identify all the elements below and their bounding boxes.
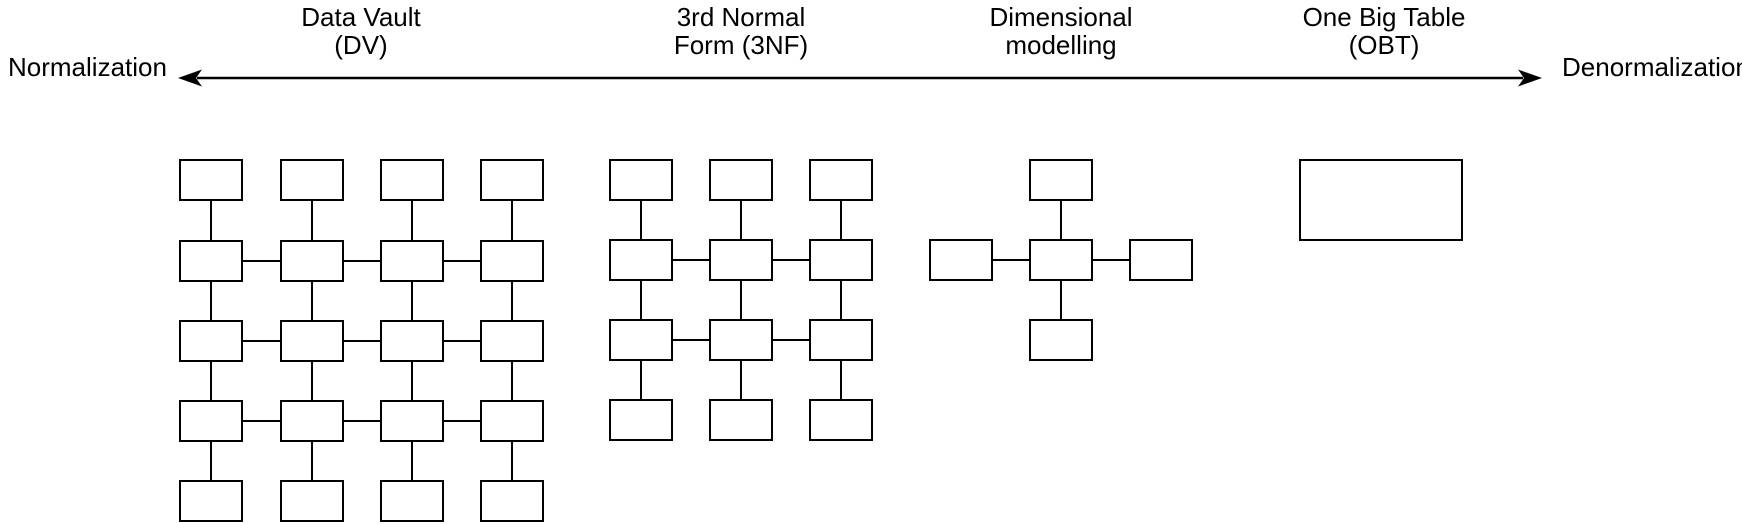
data-vault-table-box — [480, 240, 544, 282]
dimensional-modelling-table-box — [929, 239, 993, 281]
data-vault-table-box — [380, 240, 444, 282]
data-vault-table-box — [179, 240, 243, 282]
data-vault-table-box — [280, 400, 344, 442]
third-normal-form-table-box — [609, 319, 673, 361]
third-normal-form-table-box — [709, 319, 773, 361]
third-normal-form-table-box — [809, 239, 873, 281]
data-vault-table-box — [179, 400, 243, 442]
data-vault-table-box — [280, 480, 344, 522]
third-normal-form-table-box — [709, 399, 773, 441]
data-vault-table-box — [280, 320, 344, 362]
data-vault-table-box — [380, 480, 444, 522]
label-dimensional-modelling: Dimensional modelling — [989, 2, 1133, 60]
one-big-table-table-box — [1299, 159, 1463, 241]
data-vault-table-box — [179, 320, 243, 362]
third-normal-form-table-box — [809, 399, 873, 441]
arrowhead-left-icon — [178, 69, 202, 87]
third-normal-form-table-box — [609, 399, 673, 441]
data-vault-table-box — [380, 159, 444, 201]
third-normal-form-table-box — [609, 159, 673, 201]
dimensional-modelling-table-box — [1129, 239, 1193, 281]
dimensional-modelling-table-box — [1029, 319, 1093, 361]
label-data-vault: Data Vault (DV) — [301, 2, 421, 60]
third-normal-form-table-box — [709, 239, 773, 281]
dimensional-modelling-table-box — [1029, 239, 1093, 281]
data-vault-table-box — [480, 480, 544, 522]
arrowhead-right-icon — [1518, 69, 1542, 87]
data-vault-table-box — [280, 159, 344, 201]
data-vault-table-box — [480, 320, 544, 362]
data-vault-table-box — [380, 320, 444, 362]
label-obt: One Big Table (OBT) — [1302, 2, 1466, 60]
data-vault-table-box — [380, 400, 444, 442]
third-normal-form-table-box — [709, 159, 773, 201]
data-vault-table-box — [179, 159, 243, 201]
label-3nf: 3rd Normal Form (3NF) — [673, 2, 809, 60]
denormalization-label: Denormalization — [1562, 52, 1742, 82]
data-vault-table-box — [480, 400, 544, 442]
normalization-label: Normalization — [8, 52, 167, 82]
dimensional-modelling-table-box — [1029, 159, 1093, 201]
third-normal-form-table-box — [609, 239, 673, 281]
third-normal-form-table-box — [809, 319, 873, 361]
third-normal-form-table-box — [809, 159, 873, 201]
data-vault-table-box — [480, 159, 544, 201]
data-vault-table-box — [179, 480, 243, 522]
data-vault-table-box — [280, 240, 344, 282]
